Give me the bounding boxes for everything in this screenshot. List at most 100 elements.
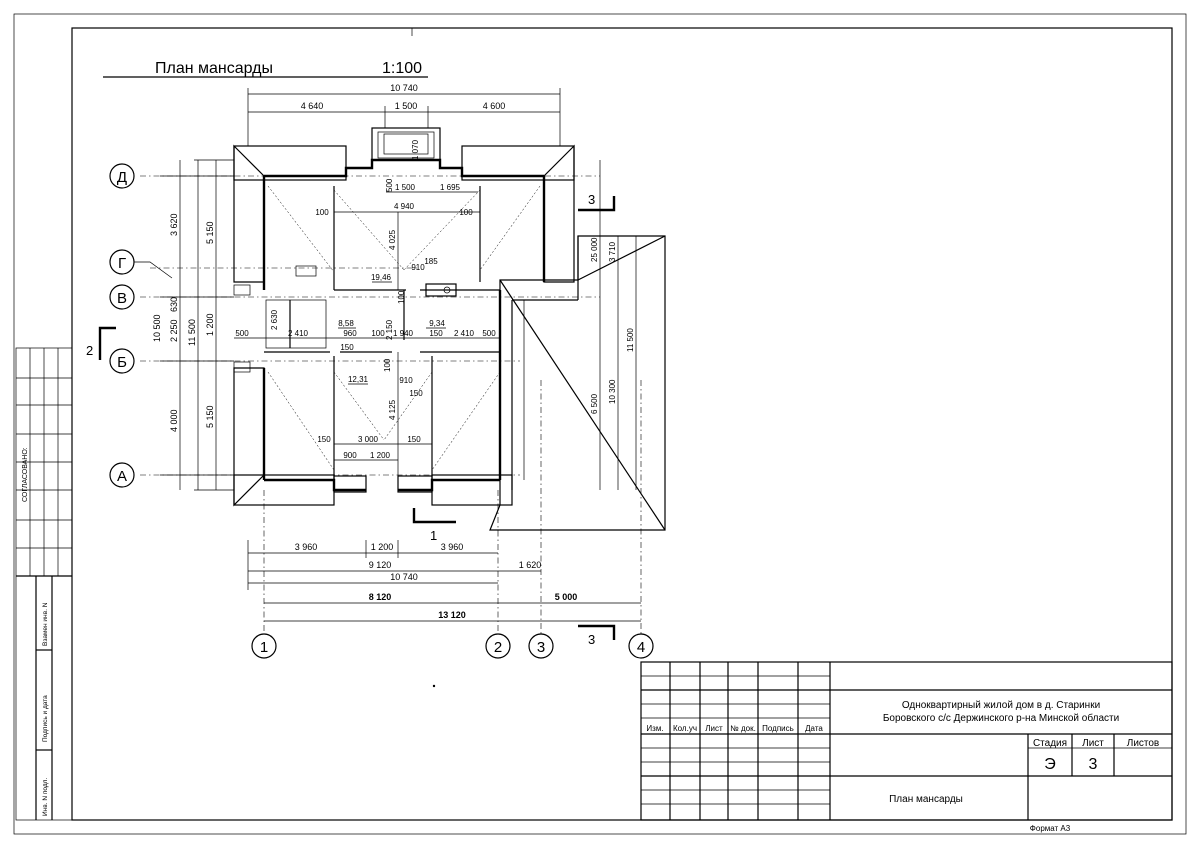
- col-izm: Изм.: [646, 724, 663, 733]
- room-area-4: 12,31: [348, 375, 369, 384]
- svg-text:2 410: 2 410: [454, 329, 475, 338]
- svg-text:1 200: 1 200: [370, 451, 391, 460]
- sheet-title: План мансарды: [889, 794, 963, 805]
- paper-format: Формат А3: [1030, 824, 1071, 833]
- svg-text:2: 2: [86, 343, 93, 358]
- col-list: Лист: [705, 724, 723, 733]
- svg-text:3 000: 3 000: [358, 435, 379, 444]
- svg-text:8 120: 8 120: [369, 592, 392, 602]
- sheet-number: 3: [1089, 756, 1098, 773]
- svg-text:500: 500: [482, 329, 496, 338]
- svg-text:2 410: 2 410: [288, 329, 309, 338]
- axis-marker-V: В: [109, 284, 135, 310]
- svg-text:3 710: 3 710: [608, 241, 617, 262]
- axis-marker-4: 4: [628, 633, 654, 659]
- room-area-2: 8,58: [338, 319, 354, 328]
- svg-text:1 070: 1 070: [411, 139, 420, 160]
- col-date: Дата: [805, 724, 823, 733]
- svg-text:100: 100: [459, 208, 473, 217]
- axis-marker-1: 1: [251, 633, 277, 659]
- svg-text:150: 150: [407, 435, 421, 444]
- axis-marker-G: Г: [109, 249, 173, 279]
- svg-text:3: 3: [588, 632, 595, 647]
- walls: [233, 158, 546, 493]
- replace-inv-label: Взамен инв. N: [42, 602, 49, 646]
- svg-text:5 000: 5 000: [555, 592, 578, 602]
- svg-text:4 000: 4 000: [169, 409, 179, 432]
- dimensions-right: 25 000 3 710 11 500 10 300 6 500: [590, 160, 637, 490]
- slope-lines: [267, 185, 541, 471]
- project-name: Одноквартирный жилой дом в д. Старинки: [902, 700, 1100, 711]
- svg-text:1 200: 1 200: [205, 313, 215, 336]
- svg-text:3 960: 3 960: [441, 542, 464, 552]
- title-block: Изм. Кол.уч Лист № док. Подпись Дата Одн…: [640, 661, 1173, 833]
- col-sign: Подпись: [762, 724, 794, 733]
- svg-text:150: 150: [429, 329, 443, 338]
- axis-marker-D: Д: [109, 163, 135, 189]
- svg-text:Г: Г: [118, 255, 126, 272]
- svg-text:4 125: 4 125: [388, 399, 397, 420]
- inv-orig-label: Инв. N подл.: [42, 778, 49, 816]
- svg-text:Б: Б: [117, 354, 127, 371]
- svg-text:2 150: 2 150: [385, 319, 394, 340]
- svg-text:4 940: 4 940: [394, 202, 415, 211]
- svg-text:150: 150: [340, 343, 354, 352]
- svg-text:100: 100: [371, 329, 385, 338]
- dimensions-top: 10 740 4 640 1 500 4 600 1 070: [247, 83, 561, 160]
- svg-text:2: 2: [494, 639, 502, 656]
- svg-text:150: 150: [409, 389, 423, 398]
- axis-markers: Д Г В Б А 1 2 3: [109, 163, 654, 659]
- svg-text:1 620: 1 620: [519, 560, 542, 570]
- svg-text:2 630: 2 630: [270, 309, 279, 330]
- stage-label: Стадия: [1033, 738, 1067, 749]
- svg-text:100: 100: [383, 358, 392, 372]
- drawing-title: План мансарды 1:100: [103, 60, 428, 78]
- room-area-1: 19,46: [371, 273, 392, 282]
- dimensions-left: 3 620 630 2 250 4 000 10 500 5 150 11 50…: [152, 159, 234, 491]
- sign-date-label: Подпись и дата: [42, 695, 49, 742]
- svg-text:1 200: 1 200: [371, 542, 394, 552]
- svg-text:2 250: 2 250: [169, 319, 179, 342]
- plan-scale: 1:100: [382, 60, 422, 77]
- side-stamp: СОГЛАСОВАНО: Взамен инв. N Подпись и дат…: [15, 347, 73, 821]
- section-marks: 2 1 3 3: [86, 192, 616, 647]
- axis-marker-B: Б: [109, 348, 135, 374]
- svg-text:1: 1: [260, 639, 268, 656]
- svg-text:3: 3: [588, 192, 595, 207]
- svg-text:910: 910: [411, 263, 425, 272]
- svg-text:11 500: 11 500: [187, 319, 197, 346]
- svg-text:3 960: 3 960: [295, 542, 318, 552]
- svg-text:4 600: 4 600: [483, 101, 506, 111]
- svg-text:10 300: 10 300: [608, 379, 617, 404]
- svg-text:3 620: 3 620: [169, 213, 179, 236]
- svg-text:5 150: 5 150: [205, 221, 215, 244]
- dimensions-bottom: 3 960 1 200 3 960 9 120 1 620 10 740 8 1…: [247, 540, 641, 622]
- svg-text:6 500: 6 500: [590, 393, 599, 414]
- svg-text:960: 960: [343, 329, 357, 338]
- balcony: [371, 127, 441, 161]
- svg-text:1: 1: [430, 528, 437, 543]
- plan-title: План мансарды: [155, 60, 273, 77]
- svg-text:9 120: 9 120: [369, 560, 392, 570]
- svg-text:В: В: [117, 290, 127, 307]
- svg-text:10 740: 10 740: [390, 83, 418, 93]
- svg-text:910: 910: [399, 376, 413, 385]
- svg-text:11 500: 11 500: [626, 328, 635, 352]
- svg-text:Д: Д: [117, 169, 127, 186]
- svg-text:4 640: 4 640: [301, 101, 324, 111]
- svg-text:25 000: 25 000: [590, 237, 599, 262]
- svg-text:А: А: [117, 468, 127, 485]
- dimensions-inner: 1 500 1 695 500 4 940 100 100 4 025 185 …: [234, 178, 500, 476]
- axis-marker-A: А: [109, 462, 135, 488]
- svg-text:100: 100: [315, 208, 329, 217]
- sheet-label: Лист: [1082, 738, 1104, 749]
- axis-marker-3: 3: [528, 633, 554, 659]
- svg-text:1 940: 1 940: [393, 329, 414, 338]
- axis-marker-2: 2: [485, 633, 511, 659]
- col-doc: № док.: [730, 724, 756, 733]
- col-kolvo: Кол.уч: [673, 724, 697, 733]
- svg-text:4 025: 4 025: [388, 229, 397, 250]
- svg-text:1 500: 1 500: [395, 101, 418, 111]
- room-area-3: 9,34: [429, 319, 445, 328]
